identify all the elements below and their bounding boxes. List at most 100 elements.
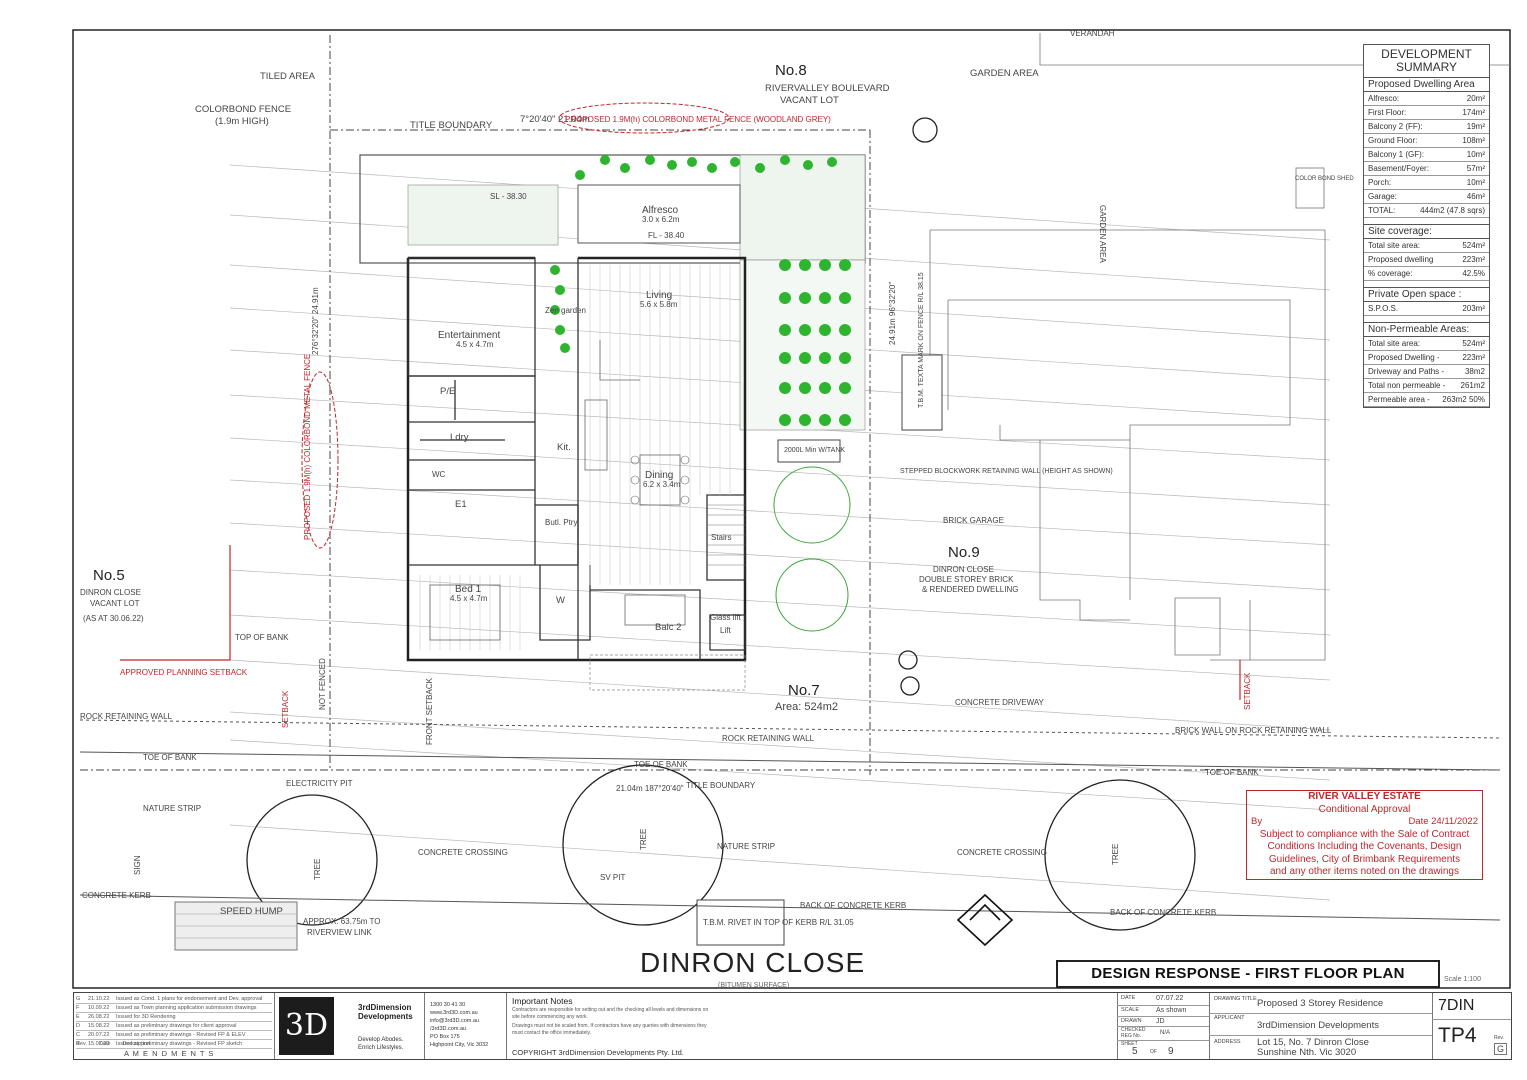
amendment-date: 20.07.22 — [88, 1032, 110, 1038]
zen-garden-label: Zen garden — [545, 306, 586, 315]
summary-key: Balcony 2 (FF): — [1368, 122, 1423, 131]
canopy-trees — [773, 466, 851, 632]
reg-key: REG No. — [1121, 1033, 1142, 1039]
address-key: ADDRESS — [1214, 1039, 1241, 1045]
summary-row: Garage:46m² — [1364, 190, 1489, 204]
summary-key: % coverage: — [1368, 269, 1413, 278]
scale-key: SCALE — [1121, 1007, 1140, 1013]
summary-value: 174m² — [1462, 108, 1485, 117]
summary-row: TOTAL:444m2 (47.8 sqrs) — [1364, 204, 1489, 218]
approved-setback-label: APPROVED PLANNING SETBACK — [120, 668, 248, 677]
wc-label: WC — [432, 470, 446, 479]
toe-of-bank-left: TOE OF BANK — [143, 753, 197, 762]
contact-item: info@3rd3D.com.au — [430, 1018, 479, 1024]
summary-key: S.P.O.S. — [1368, 304, 1399, 313]
summary-value: 203m² — [1462, 304, 1485, 313]
title-boundary-top: TITLE BOUNDARY — [410, 120, 493, 131]
summary-value: 42.5% — [1462, 269, 1485, 278]
tbm-top-label: T.B.M. TEXTA MARK ON FENCE R/L 38.15 — [918, 272, 925, 408]
applicant-value: 3rdDimension Developments — [1257, 1020, 1379, 1031]
street-tree-label: TREE — [639, 829, 648, 850]
summary-pos-title: Private Open space : — [1364, 287, 1489, 302]
summary-key: Proposed Dwelling - — [1368, 353, 1440, 362]
company-logo: 3D — [279, 997, 334, 1055]
summary-value: 444m2 (47.8 sqrs) — [1420, 206, 1485, 215]
entertainment-name: Entertainment — [438, 330, 500, 341]
street-name: DINRON CLOSE — [640, 947, 865, 978]
bed — [429, 584, 501, 641]
setback-label-left: SETBACK — [281, 690, 290, 728]
rock-wall-left: ROCK RETAINING WALL — [80, 712, 173, 721]
kitchen-label: Kit. — [557, 442, 571, 453]
dwg-title-value: Proposed 3 Storey Residence — [1257, 998, 1384, 1009]
summary-key: Garage: — [1368, 192, 1397, 201]
sv-pit: SV PIT — [600, 873, 625, 882]
toe-of-bank-right: TOE OF BANK — [1205, 768, 1259, 777]
alfresco-dim: 3.0 x 6.2m — [642, 215, 680, 224]
setback-label-right: SETBACK — [1243, 672, 1252, 710]
summary-value: 261m2 — [1460, 381, 1485, 390]
summary-key: Alfresco: — [1368, 94, 1400, 103]
summary-row: First Floor:174m² — [1364, 106, 1489, 120]
tbm-bottom-label: T.B.M. RIVET IN TOP OF KERB R/L 31.05 — [703, 918, 854, 927]
amendment-desc: Issued as Town planning application subm… — [116, 1005, 257, 1011]
pe-label: P/E — [440, 386, 455, 397]
north-arrow — [956, 893, 1014, 947]
concrete-crossing-right: CONCRETE CROSSING — [957, 848, 1047, 857]
electricity-pit: ELECTRICITY PIT — [286, 779, 353, 788]
nature-strip-mid: NATURE STRIP — [717, 842, 775, 851]
contact-item: www.3rd3D.com.au — [430, 1010, 478, 1016]
lot-no5-sub1: DINRON CLOSE — [80, 588, 141, 597]
rock-wall-mid: ROCK RETAINING WALL — [722, 734, 815, 743]
bearing-left: 276°32'20" 24.91m — [311, 287, 320, 355]
wardrobe-label: W — [556, 595, 565, 606]
stairs-treads — [707, 504, 745, 566]
conditional-approval-stamp: RIVER VALLEY ESTATE Conditional Approval… — [1246, 790, 1483, 880]
top-of-bank-left: TOP OF BANK — [235, 633, 289, 642]
tank-label: 2000L Min W/TANK — [784, 447, 845, 454]
fl-level: FL - 38.40 — [648, 231, 685, 240]
summary-proposed-title: Proposed Dwelling Area — [1364, 78, 1489, 92]
summary-key: Basement/Foyer: — [1368, 164, 1429, 173]
living-name: Living — [646, 290, 672, 301]
lot-no8-title: No.8 — [775, 62, 807, 79]
butler-pantry-label: Butl. Ptry — [545, 518, 577, 527]
lot-no9-sub3: & RENDERED DWELLING — [922, 585, 1018, 594]
brick-wall-label: BRICK WALL ON ROCK RETAINING WALL — [1175, 726, 1332, 735]
design-response-title: DESIGN RESPONSE - FIRST FLOOR PLAN — [1056, 960, 1440, 988]
summary-value: 524m² — [1462, 241, 1485, 250]
rotated-labels: PROPOSED 1.9M(h) COLORBOND METAL FENCE N… — [133, 205, 1252, 880]
summary-row: Ground Floor:108m² — [1364, 134, 1489, 148]
company-name: 3rdDimension Developments — [358, 1003, 413, 1021]
verandah-label: VERANDAH — [1070, 29, 1115, 38]
sign-label: SIGN — [133, 855, 142, 875]
date-value: 07.07.22 — [1156, 995, 1184, 1002]
note-item: Contractors are responsible for setting … — [512, 1007, 709, 1020]
summary-heading: DEVELOPMENT SUMMARY — [1364, 45, 1489, 78]
garden-area-right: GARDEN AREA — [1098, 205, 1107, 263]
lot-no9-title: No.9 — [948, 544, 980, 561]
concrete-crossing-left: CONCRETE CROSSING — [418, 848, 508, 857]
front-balcony — [589, 654, 746, 691]
summary-value: 108m² — [1462, 136, 1485, 145]
street-tree-left-label: TREE — [313, 859, 322, 880]
lot-no5-title: No.5 — [93, 567, 125, 584]
proposed-fence-top-cloud — [558, 102, 730, 134]
bed1-dim: 4.5 x 4.7m — [450, 594, 488, 603]
back-of-kerb-right: BACK OF CONCRETE KERB — [1110, 908, 1216, 917]
sl-level: SL - 38.30 — [490, 192, 527, 201]
dwg-title-key: DRAWING TITLE — [1214, 996, 1257, 1002]
contact-item: /3rd3D.com.au — [430, 1026, 467, 1032]
laundry-label: Ldry — [450, 432, 469, 443]
summary-pos: S.P.O.S. 203m² — [1364, 302, 1489, 316]
summary-row: S.P.O.S. 203m² — [1364, 302, 1489, 316]
summary-value: 38m2 — [1464, 367, 1485, 376]
summary-key: Permeable area - — [1368, 395, 1430, 404]
summary-value: 19m² — [1466, 122, 1485, 131]
summary-value: 524m² — [1462, 339, 1485, 348]
street-surface: (BITUMEN SURFACE) — [718, 982, 789, 989]
